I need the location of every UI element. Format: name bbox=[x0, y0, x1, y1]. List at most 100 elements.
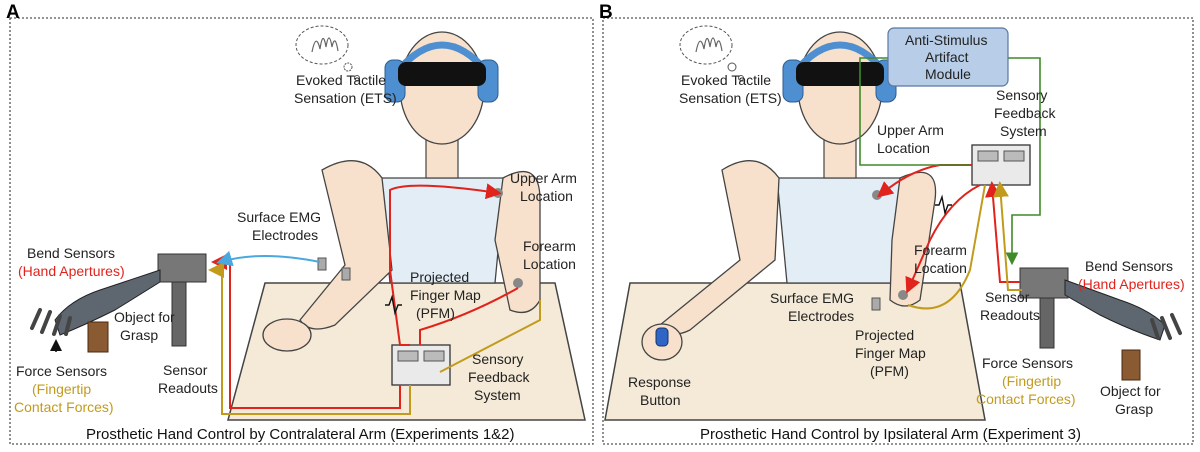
person-a bbox=[262, 31, 541, 352]
tank-top-b bbox=[776, 177, 903, 284]
hand-apertures-label-b: (Hand Apertures) bbox=[1078, 276, 1185, 292]
sensor-readouts-label-b: Sensor bbox=[985, 289, 1030, 305]
artifact-line-out bbox=[1005, 57, 1041, 266]
ets-label-2: Sensation (ETS) bbox=[294, 90, 397, 106]
emg-electrode-1 bbox=[317, 257, 327, 271]
sensor-readouts-label-b-2: Readouts bbox=[980, 307, 1040, 323]
upper-arm-label-b-2: Location bbox=[877, 140, 930, 156]
forearm-label-b: Forearm bbox=[914, 242, 967, 258]
pfm-label-b: Projected bbox=[855, 327, 914, 343]
upper-arm-label-b: Upper Arm bbox=[877, 122, 944, 138]
object-label-b: Object for bbox=[1100, 383, 1161, 399]
emg-label-b: Surface EMG bbox=[770, 290, 854, 306]
emg-electrode-b bbox=[871, 297, 881, 311]
blindfold-b bbox=[796, 62, 884, 86]
upper-arm-label-2: Location bbox=[520, 188, 573, 204]
hand-mount-pole bbox=[171, 281, 187, 347]
panel-b: B bbox=[599, 2, 1194, 445]
object-label-b-2: Grasp bbox=[1115, 401, 1153, 417]
pfm-label-b-3: (PFM) bbox=[870, 363, 909, 379]
response-button bbox=[655, 327, 669, 347]
person-b bbox=[641, 31, 937, 361]
fingertip-label-b: (Fingertip bbox=[1002, 373, 1061, 389]
hand-controller-box bbox=[157, 253, 207, 283]
pfm-line-gold-b bbox=[907, 184, 986, 310]
thought-bubble-small bbox=[343, 62, 353, 72]
emg-label-2: Electrodes bbox=[252, 227, 318, 243]
object-label: Object for bbox=[114, 309, 175, 325]
sfs-label: Sensory bbox=[472, 351, 523, 367]
anti-stimulus-module bbox=[887, 27, 1009, 87]
hand-outline-icon bbox=[311, 37, 339, 53]
grasp-object-b bbox=[1121, 349, 1141, 381]
pfm-label: Projected bbox=[410, 269, 469, 285]
sfs-label-b-2: Feedback bbox=[994, 105, 1056, 121]
pulse-icon bbox=[385, 294, 402, 316]
device-panel-icon bbox=[397, 350, 419, 362]
device-panel-icon-b bbox=[977, 150, 999, 162]
asam-label: Anti-Stimulus bbox=[905, 32, 987, 48]
sfs-label-b-3: System bbox=[1000, 123, 1047, 139]
contact-forces-label-b: Contact Forces) bbox=[976, 391, 1076, 407]
pfm-label-b-2: Finger Map bbox=[855, 345, 926, 361]
thought-bubble-small-b bbox=[727, 62, 737, 72]
tank-top bbox=[379, 177, 506, 284]
panel-a-letter: A bbox=[6, 2, 20, 23]
feedback-line-upper bbox=[389, 183, 502, 346]
panel-b-caption: Prosthetic Hand Control by Ipsilateral A… bbox=[700, 426, 1081, 443]
forearm-label-2: Location bbox=[523, 256, 576, 272]
readout-line-red-b bbox=[985, 181, 1020, 283]
neck bbox=[425, 137, 459, 179]
device-panel-icon-b2 bbox=[1003, 150, 1025, 162]
thought-cloud-icon-b bbox=[679, 25, 733, 65]
headphone-band bbox=[394, 41, 490, 75]
grasp-object bbox=[87, 321, 109, 353]
emg-label-b-2: Electrodes bbox=[788, 308, 854, 324]
sensor-readouts-label: Sensor bbox=[163, 362, 208, 378]
response-button-label: Response bbox=[628, 374, 691, 390]
head bbox=[399, 31, 485, 145]
panel-a: A bbox=[6, 2, 594, 445]
prosthetic-fingers bbox=[30, 308, 72, 336]
ets-label: Evoked Tactile bbox=[296, 72, 386, 88]
hand-apertures-label: (Hand Apertures) bbox=[18, 263, 125, 279]
panel-a-frame bbox=[9, 17, 594, 445]
fingertip-label: (Fingertip bbox=[32, 381, 91, 397]
prosthetic-fingers-b bbox=[1150, 313, 1182, 340]
thought-cloud-a bbox=[295, 25, 360, 81]
device-panel-icon-2 bbox=[423, 350, 445, 362]
blindfold bbox=[398, 62, 486, 86]
asam-label-2: Artifact bbox=[925, 49, 969, 65]
sensor-readouts-label-2: Readouts bbox=[158, 380, 218, 396]
thought-bubble-tiny bbox=[354, 75, 360, 81]
sfs-label-3: System bbox=[474, 387, 521, 403]
pfm-label-3: (PFM) bbox=[416, 305, 455, 321]
ets-label-b: Evoked Tactile bbox=[681, 72, 771, 88]
response-button-label-2: Button bbox=[640, 392, 680, 408]
emg-label: Surface EMG bbox=[237, 209, 321, 225]
panel-b-letter: B bbox=[599, 2, 613, 23]
force-sensors-label-b: Force Sensors bbox=[982, 355, 1073, 371]
feedback-line-forearm bbox=[419, 287, 519, 345]
sfs-label-b: Sensory bbox=[996, 87, 1047, 103]
thought-cloud-icon bbox=[295, 25, 349, 65]
upper-arm-label: Upper Arm bbox=[510, 170, 577, 186]
bend-sensors-label-b: Bend Sensors bbox=[1085, 258, 1173, 274]
sensory-feedback-device-b bbox=[971, 144, 1031, 186]
prosthetic-forearm bbox=[54, 269, 161, 336]
bend-sensors-label: Bend Sensors bbox=[27, 245, 115, 261]
readout-line-gold bbox=[208, 262, 411, 415]
hand-mount-pole-b bbox=[1039, 297, 1055, 349]
right-arm-stump-b bbox=[889, 171, 937, 307]
left-fist bbox=[262, 318, 312, 352]
forearm-dot-b bbox=[898, 290, 908, 300]
prosthetic-forearm-b bbox=[1064, 279, 1166, 341]
forearm-label-b-2: Location bbox=[914, 260, 967, 276]
forearm-label: Forearm bbox=[523, 238, 576, 254]
emg-electrode-2 bbox=[341, 267, 351, 281]
sensory-feedback-device-a bbox=[391, 344, 451, 386]
artifact-line-in bbox=[859, 57, 970, 166]
sfs-label-2: Feedback bbox=[468, 369, 530, 385]
hand-outline-icon-b bbox=[695, 37, 723, 53]
